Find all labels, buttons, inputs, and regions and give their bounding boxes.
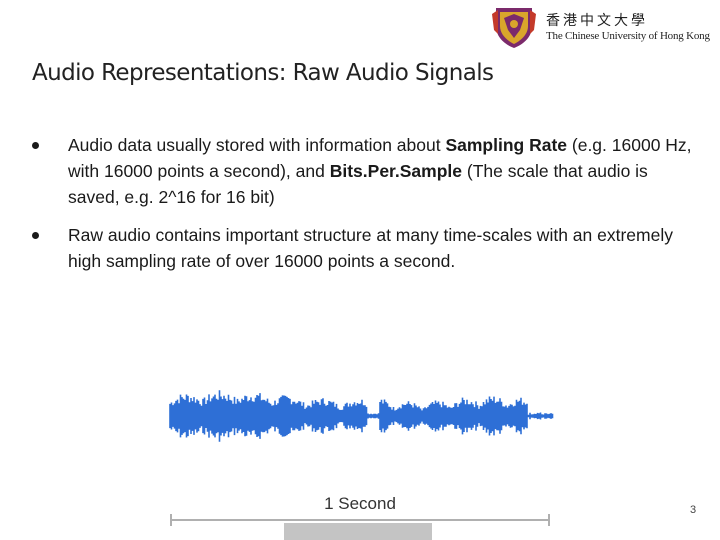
waveform-trace	[169, 390, 554, 442]
bits-per-sample-term: Bits.Per.Sample	[329, 161, 463, 181]
bullet-item: Audio data usually stored with informati…	[32, 132, 692, 210]
bullet-text-part: (The scale that audio is saved, e.g. 2^1…	[68, 161, 648, 207]
bullet-text: Raw audio contains important structure a…	[68, 225, 673, 271]
scale-highlight-block	[284, 523, 432, 540]
bullet-text-part: Audio data usually stored with informati…	[68, 135, 446, 155]
bullet-item: Raw audio contains important structure a…	[32, 222, 692, 274]
sampling-rate-term: Sampling Rate	[445, 135, 568, 155]
page-number: 3	[690, 504, 697, 516]
scale-tick-right	[548, 514, 550, 526]
scale-line	[170, 519, 550, 521]
bullet-list: Audio data usually stored with informati…	[32, 132, 692, 286]
bullet-dot-icon	[32, 142, 39, 149]
university-logo: 香港中文大學 The Chinese University of Hong Ko…	[490, 4, 718, 50]
cuhk-crest-icon	[492, 8, 536, 48]
bullet-text-part: (e.g. 16000 Hz, with 16000 points a seco…	[68, 135, 692, 181]
audio-waveform	[169, 390, 554, 442]
scale-label: 1 Second	[324, 494, 396, 513]
bullet-dot-icon	[32, 232, 39, 239]
logo-chinese-name: 香港中文大學	[546, 13, 648, 29]
time-scale: 1 Second	[168, 494, 552, 540]
slide-title: Audio Representations: Raw Audio Signals	[32, 60, 494, 86]
logo-english-name: The Chinese University of Hong Kong	[546, 30, 710, 42]
